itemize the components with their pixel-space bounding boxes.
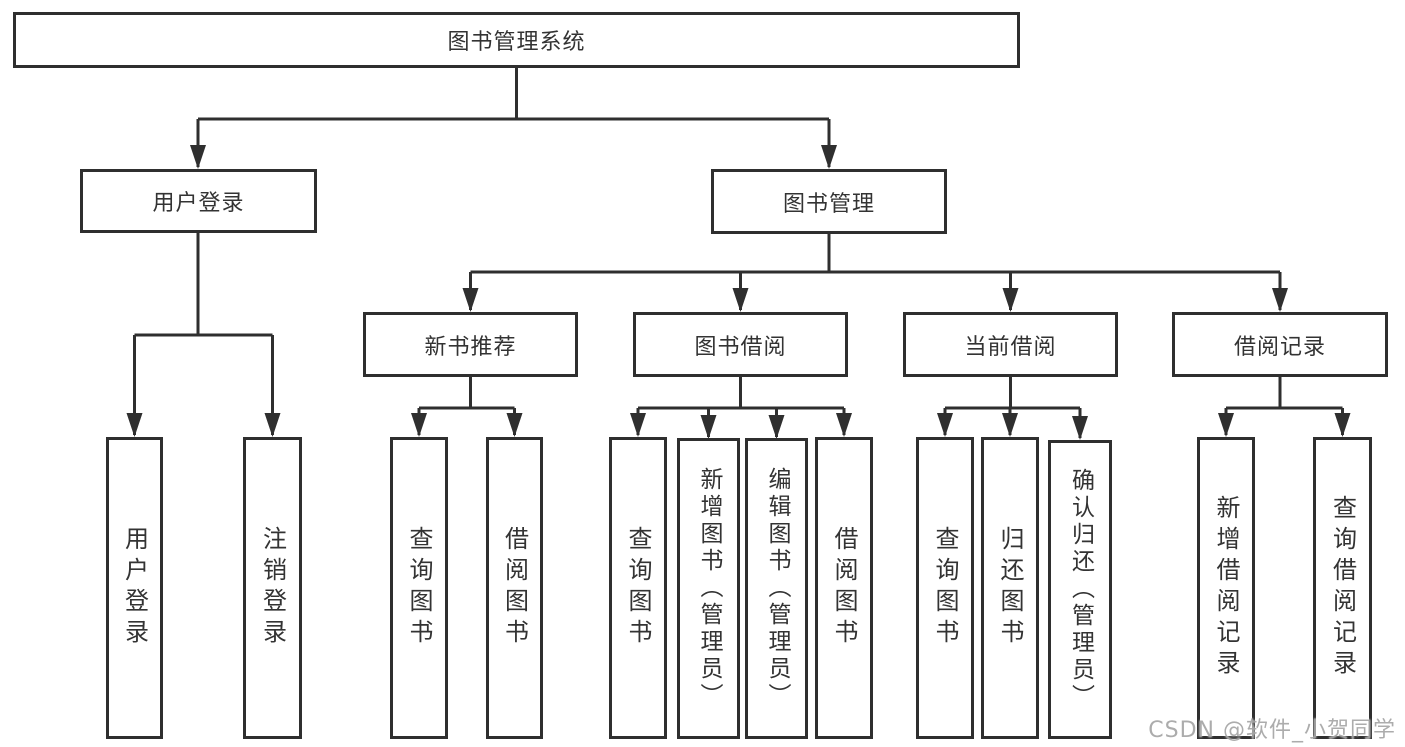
node-root: 图书管理系统 [13,12,1020,68]
arrowhead-icon [1272,288,1288,312]
node-new-book-recommend: 新书推荐 [363,312,578,377]
leaf-bb-borrow-books: 借阅图书 [815,437,873,739]
leaf-nb-query-books: 查询图书 [390,437,448,739]
connector-root-to-level2 [190,67,837,169]
leaf-logout: 注销登录 [243,437,302,739]
arrowhead-icon [937,413,953,437]
arrowhead-icon [1218,413,1234,437]
connector-new-book-recommend-to-leaves [411,377,523,437]
leaf-nb-borrow-books: 借阅图书 [486,437,543,739]
connector-line [636,377,846,437]
arrowhead-icon [1002,288,1019,312]
arrowhead-icon [411,413,427,437]
arrowhead-icon [1072,416,1088,440]
arrowhead-icon [732,288,749,312]
connector-line [417,377,516,435]
arrowhead-icon [821,145,837,169]
arrowhead-icon [506,413,523,437]
arrowhead-icon [700,415,717,439]
leaf-cb-confirm-return-admin: 确认归还（管理员） [1048,440,1112,739]
leaf-cb-return-books: 归还图书 [981,437,1039,739]
connector-line [196,67,831,167]
node-user-login: 用户登录 [80,169,317,233]
connector-book-mgmt-to-level3 [462,234,1288,312]
leaf-bb-query-books: 查询图书 [609,437,667,739]
arrowhead-icon [836,413,852,437]
arrowhead-icon [264,413,281,437]
arrowhead-icon [630,413,646,437]
connector-line [1224,377,1344,435]
node-current-borrow: 当前借阅 [903,312,1118,377]
leaf-bb-edit-book-admin: 编辑图书（管理员） [745,438,808,739]
arrowhead-icon [768,415,785,439]
leaf-cb-query-books: 查询图书 [916,437,974,739]
node-borrow-records: 借阅记录 [1172,312,1388,377]
node-book-borrow: 图书借阅 [633,312,848,377]
node-book-management: 图书管理 [711,169,947,234]
connector-book-borrow-to-leaves [630,377,852,439]
connector-current-borrow-to-leaves [937,377,1088,440]
leaf-br-add-record: 新增借阅记录 [1197,437,1255,739]
arrowhead-icon [1002,413,1018,437]
connector-line [469,234,1282,310]
connector-line [133,233,274,435]
arrowhead-icon [462,288,479,312]
arrowhead-icon [126,413,143,437]
leaf-user-login: 用户登录 [106,437,163,739]
arrowhead-icon [1334,413,1351,437]
connector-borrow-records-to-leaves [1218,377,1351,437]
leaf-br-query-record: 查询借阅记录 [1313,437,1372,739]
leaf-bb-add-book-admin: 新增图书（管理员） [677,438,740,739]
arrowhead-icon [190,145,206,169]
connector-user-login-to-leaves [126,233,281,437]
